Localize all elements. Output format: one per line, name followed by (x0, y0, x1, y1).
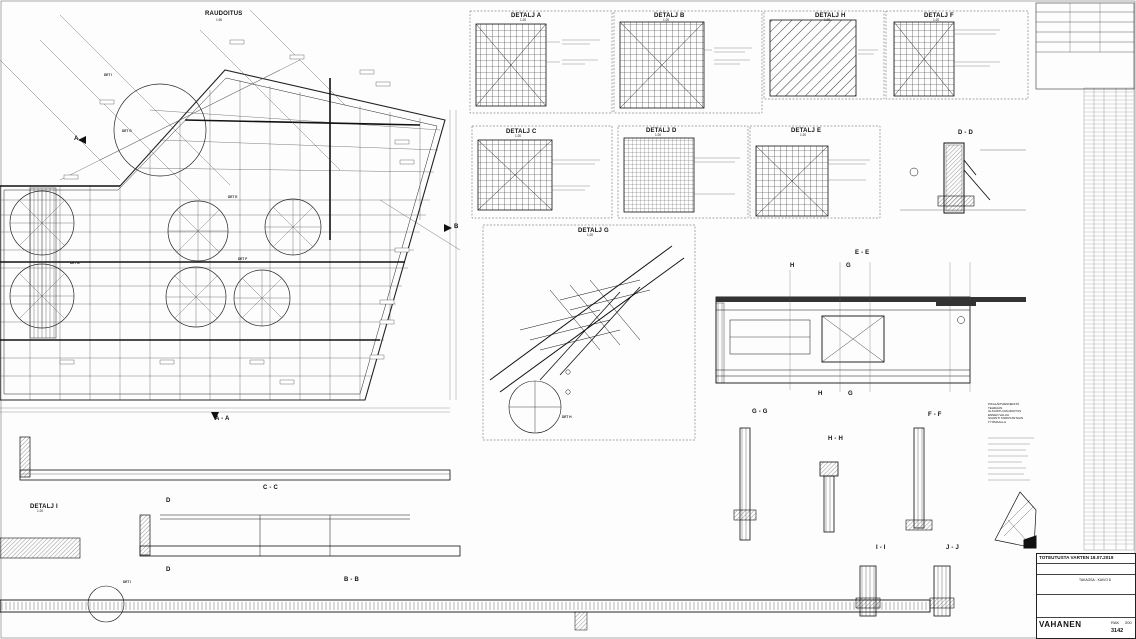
title-section-dd: D - D (958, 130, 973, 136)
key-plan (994, 491, 1037, 549)
marker-a-top: A (74, 136, 79, 142)
title-section-ff: F - F (928, 412, 942, 418)
scale-detail-b: 1:20 (663, 18, 670, 22)
main-plan (0, 9, 461, 420)
general-notes: PIKALÄPIVIENNEISTÄ TEHDÄÄN ULKAISTU RAUD… (988, 402, 1032, 425)
note-line-3: SIJAINTI TARKISTETAAN TYÖMAALLA (988, 416, 1024, 424)
detail-g-drawing (489, 245, 685, 434)
revision-table (1035, 2, 1135, 90)
scale-detail-d: 1:20 (655, 133, 662, 137)
callout-det-i-2: DET I (123, 580, 132, 584)
title-detail-d: DETALJ D (646, 128, 677, 134)
callout-det-g: DET G (122, 129, 132, 133)
title-detail-h: DETALJ H (815, 13, 846, 19)
title-section-hh: H - H (828, 436, 843, 442)
scale-rauditus: 1:50 (216, 18, 223, 22)
title-detail-c: DETALJ C (506, 129, 537, 135)
title-block: TOTEUTUSTA VARTEN 18.07.2019 TAKAOSA - K… (1036, 553, 1136, 639)
plan-tags (59, 39, 415, 385)
small-sections (733, 427, 955, 617)
company-logo: VAHANEN (1039, 620, 1082, 629)
title-section-ii: I - I (876, 545, 886, 551)
scale-detail-e: 1:20 (800, 133, 807, 137)
title-block-divider (1037, 563, 1135, 564)
title-block-divider (1037, 574, 1135, 575)
section-cc-drawing (0, 436, 931, 631)
status-text: TOTEUTUSTA VARTEN 18.07.2019 (1039, 555, 1114, 560)
scale-detail-h: 1:20 (824, 18, 831, 22)
callout-det-e: DET E (228, 195, 238, 199)
callout-det-h: DET H (562, 415, 572, 419)
scale-detail-f: 1:20 (933, 18, 940, 22)
note-line-2: ULKAISTU RAUDOITUS ENNEN VALUA (988, 409, 1022, 417)
title-block-divider (1037, 594, 1135, 595)
title-detail-g: DETALJ G (578, 228, 609, 234)
title-detail-e: DETALJ E (791, 128, 822, 134)
title-section-gg: G - G (752, 409, 768, 415)
detail-panels (469, 10, 1029, 441)
title-section-jj: J - J (946, 545, 960, 551)
marker-g-bottom: G (848, 391, 853, 397)
marker-d-bottom: D (166, 567, 171, 573)
callout-det-b: DET B (70, 261, 80, 265)
callout-det-i: DET I (104, 73, 113, 77)
title-section-aa: A - A (215, 416, 230, 422)
sheet-number: 200 (1125, 620, 1132, 625)
rak-label: RAK (1111, 620, 1120, 625)
title-detail-b: DETALJ B (654, 13, 685, 19)
title-block-divider (1037, 617, 1135, 618)
title-section-cc: C - C (263, 485, 278, 491)
note-line-1: PIKALÄPIVIENNEISTÄ TEHDÄÄN (988, 402, 1020, 410)
marker-h-bottom: H (818, 391, 823, 397)
marker-g-top: G (846, 263, 851, 269)
scale-detail-g: 1:20 (587, 233, 594, 237)
title-detail-a: DETALJ A (511, 13, 542, 19)
callout-det-f: DET F (238, 257, 248, 261)
marker-b-right: B (454, 224, 459, 230)
title-detail-i: DETALJ I (30, 504, 58, 510)
scale-detail-i: 1:20 (37, 509, 44, 513)
title-section-ee: E - E (855, 250, 870, 256)
section-ee-drawing (715, 262, 1026, 392)
bar-schedule (1083, 87, 1135, 551)
scale-detail-c: 1:20 (515, 134, 522, 138)
legend-lines (988, 437, 1034, 481)
section-dd-drawing (900, 142, 1026, 214)
title-detail-f: DETALJ F (924, 13, 954, 19)
title-rauditus: RAUDOITUS (205, 11, 243, 17)
marker-d-left: D (166, 498, 171, 504)
marker-h-top: H (790, 263, 795, 269)
drawing-number: 3142 (1111, 628, 1124, 634)
title-section-bb: B - B (344, 577, 359, 583)
scale-detail-a: 1:20 (520, 18, 527, 22)
project-name: TAKAOSA - KAIVO 8 (1079, 578, 1111, 582)
